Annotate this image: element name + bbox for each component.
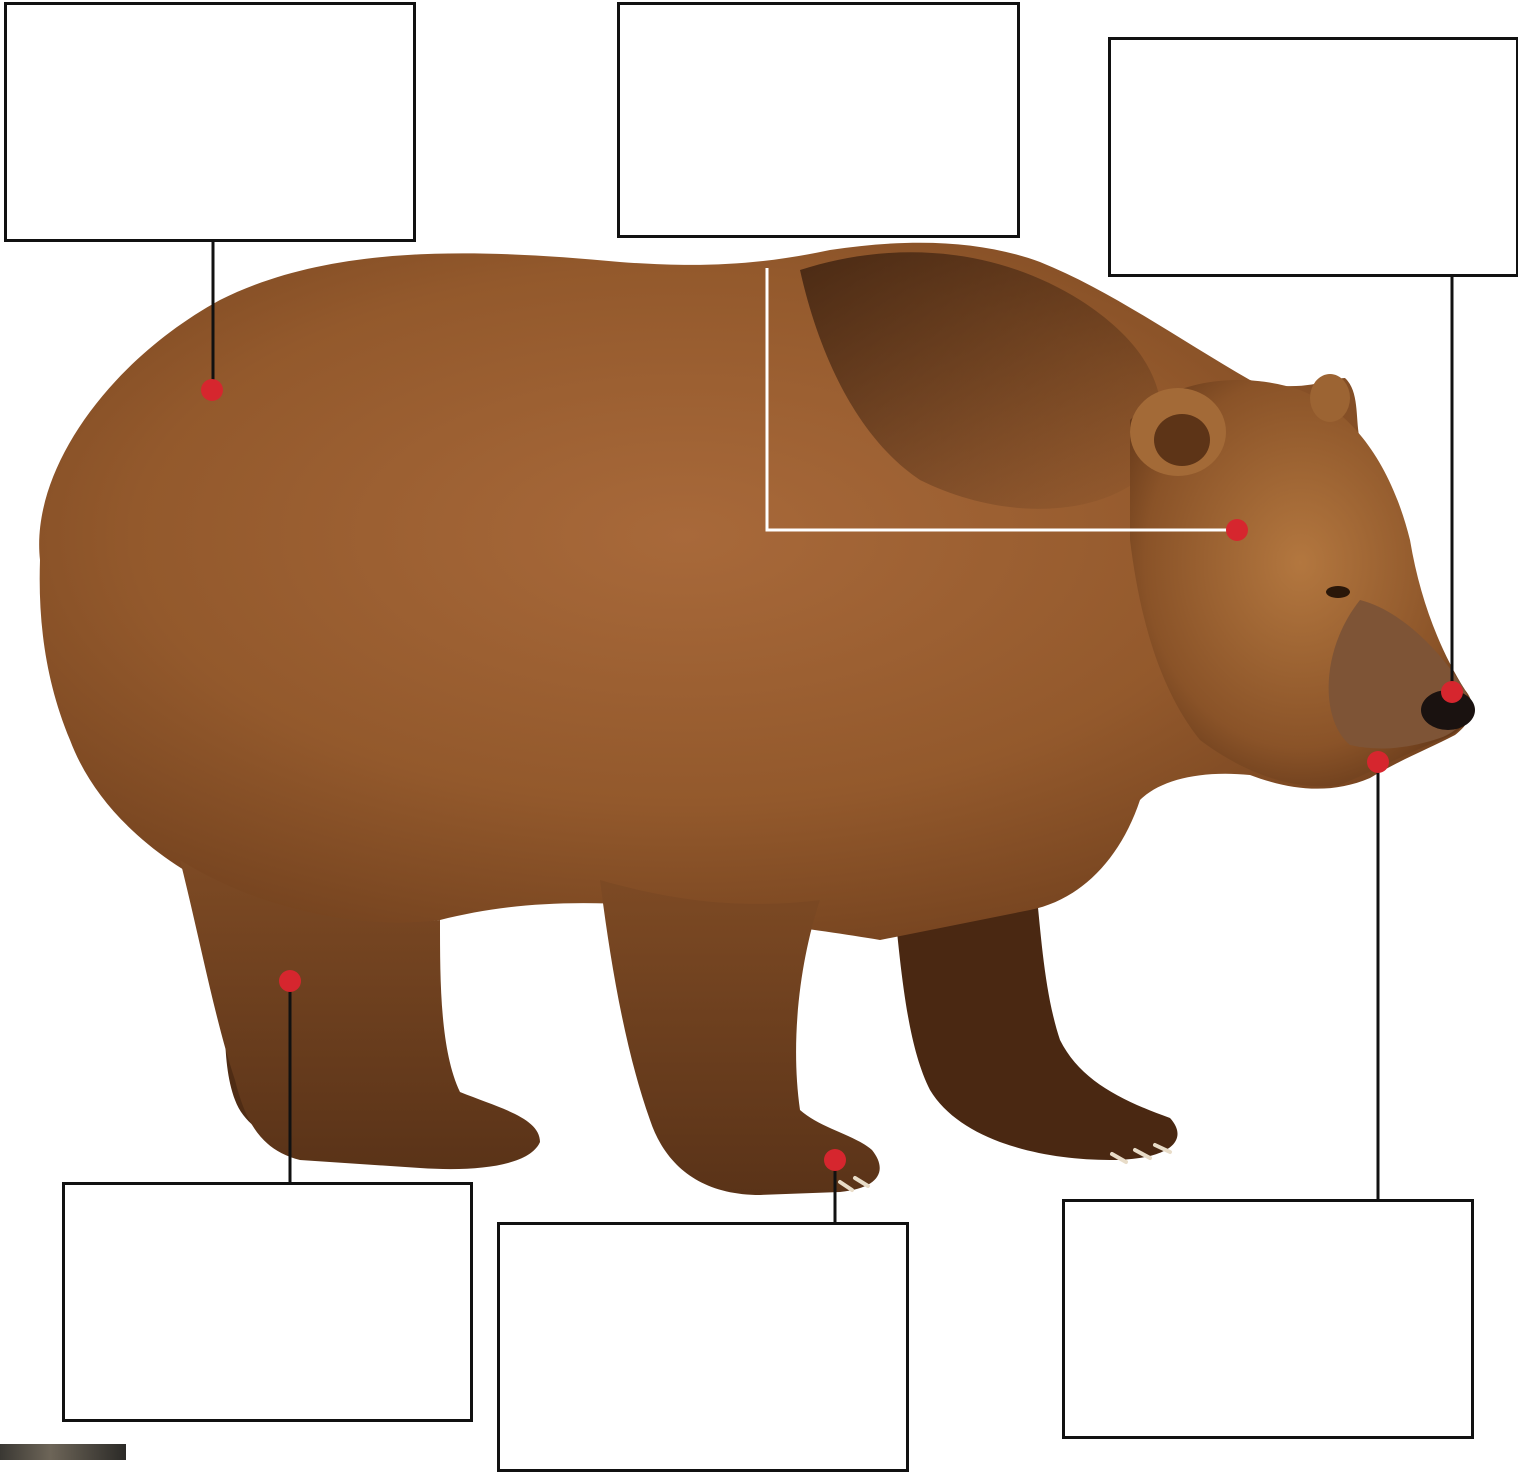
corner-photo-thumbnail	[0, 1444, 126, 1460]
label-box-hump[interactable]	[617, 2, 1020, 238]
marker-hump	[1226, 519, 1248, 541]
near-ear-inner	[1154, 414, 1210, 466]
label-box-paw[interactable]	[497, 1222, 909, 1472]
marker-jaw	[1367, 751, 1389, 773]
label-box-back[interactable]	[4, 2, 416, 242]
marker-back	[201, 379, 223, 401]
label-box-jaw[interactable]	[1062, 1199, 1474, 1439]
bear-eye	[1326, 586, 1350, 598]
bear-illustration	[39, 243, 1475, 1195]
far-ear	[1310, 374, 1350, 422]
marker-hind-leg	[279, 970, 301, 992]
label-box-nose[interactable]	[1108, 37, 1518, 277]
marker-paw	[824, 1149, 846, 1171]
marker-nose	[1441, 681, 1463, 703]
label-box-hind-leg[interactable]	[62, 1182, 473, 1422]
